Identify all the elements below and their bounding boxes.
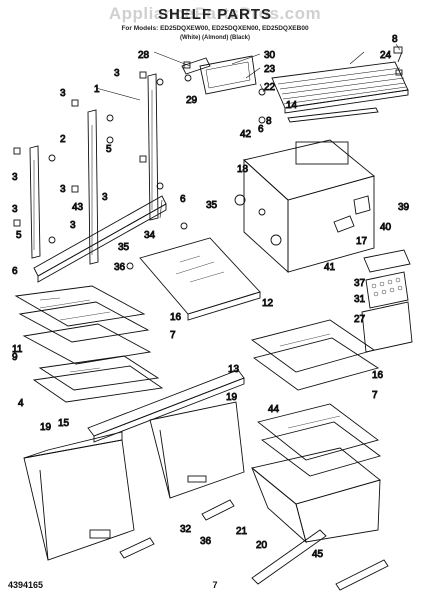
callout: 5 xyxy=(16,230,22,241)
crisper-drawer-left xyxy=(23,431,135,561)
callout: 3 xyxy=(60,184,66,195)
callout: 34 xyxy=(144,230,156,241)
leader-lines xyxy=(95,43,401,219)
callout: 23 xyxy=(264,64,276,75)
shelf-stack-left xyxy=(14,285,164,403)
callout: 14 xyxy=(286,100,298,111)
callout: 42 xyxy=(240,129,252,140)
callout: 7 xyxy=(170,330,176,341)
callout: 12 xyxy=(262,298,274,309)
callout: 8 xyxy=(392,34,398,45)
callout: 40 xyxy=(380,222,392,233)
shelf-rail-long xyxy=(33,195,167,283)
callout: 22 xyxy=(264,82,276,93)
callout: 3 xyxy=(114,68,120,79)
callout: 3 xyxy=(70,220,76,231)
callout: 27 xyxy=(354,314,366,325)
callout: 3 xyxy=(12,172,18,183)
glass-shelf-12 xyxy=(126,222,261,321)
utility-tray xyxy=(181,55,257,95)
callout: 5 xyxy=(106,144,112,155)
callout: 8 xyxy=(266,116,272,127)
callout: 6 xyxy=(12,266,18,277)
crisper-cover-rail xyxy=(87,369,245,443)
callout: 17 xyxy=(356,236,368,247)
callout: 11 xyxy=(12,344,23,355)
callout: 6 xyxy=(258,124,264,135)
page-number: 7 xyxy=(212,580,218,590)
callout: 37 xyxy=(354,278,366,289)
shelf-rails xyxy=(13,71,164,265)
callout: 3 xyxy=(102,192,108,203)
wire-shelf xyxy=(258,46,409,124)
callout: 15 xyxy=(58,418,70,429)
callout: 44 xyxy=(268,404,280,415)
document-number: 4394165 xyxy=(8,580,44,590)
dairy-bins xyxy=(361,249,413,353)
callout: 39 xyxy=(398,202,410,213)
callout: 7 xyxy=(372,390,378,401)
callout: 16 xyxy=(372,370,384,381)
callout: 36 xyxy=(200,536,212,547)
callout: 41 xyxy=(324,262,336,273)
control-housing xyxy=(234,139,375,274)
callout: 19 xyxy=(226,392,238,403)
watermark: AppliancePartsPros.com xyxy=(108,4,322,23)
callout: 43 xyxy=(72,202,84,213)
callout: 2 xyxy=(60,134,66,145)
callout: 30 xyxy=(264,50,276,61)
callout: 9 xyxy=(12,352,18,363)
shelf-stack-right xyxy=(250,319,382,477)
callout: 28 xyxy=(138,50,150,61)
crisper-drawer-right xyxy=(149,401,245,499)
callout: 36 xyxy=(114,262,126,273)
callout: 32 xyxy=(180,524,192,535)
callout-numbers: 8 24 28 30 23 22 14 29 3 1 2 3 5 3 6 3 4… xyxy=(12,34,410,561)
callout: 4 xyxy=(18,398,24,409)
small-parts-bottom xyxy=(119,499,389,591)
callout: 6 xyxy=(180,194,186,205)
crisper-drawer-right-lower xyxy=(251,447,381,544)
callout: 21 xyxy=(236,526,248,537)
callout: 35 xyxy=(118,242,130,253)
callout: 20 xyxy=(256,540,268,551)
callout: 3 xyxy=(12,204,18,215)
callout: 29 xyxy=(186,95,198,106)
callout: 1 xyxy=(94,84,100,95)
callout: 19 xyxy=(40,422,52,433)
callout: 18 xyxy=(237,164,249,175)
callout: 31 xyxy=(354,294,366,305)
callout: 24 xyxy=(380,50,392,61)
callout: 35 xyxy=(206,200,218,211)
color-line: (White) (Almond) (Black) xyxy=(180,35,250,41)
callout: 45 xyxy=(312,549,324,560)
model-line: For Models: ED25DQXEW00, ED25DQXEN00, ED… xyxy=(121,25,309,32)
callout: 16 xyxy=(170,312,182,323)
diagram-title: SHELF PARTS xyxy=(157,6,273,23)
callout: 3 xyxy=(60,88,66,99)
callout: 13 xyxy=(228,364,240,375)
